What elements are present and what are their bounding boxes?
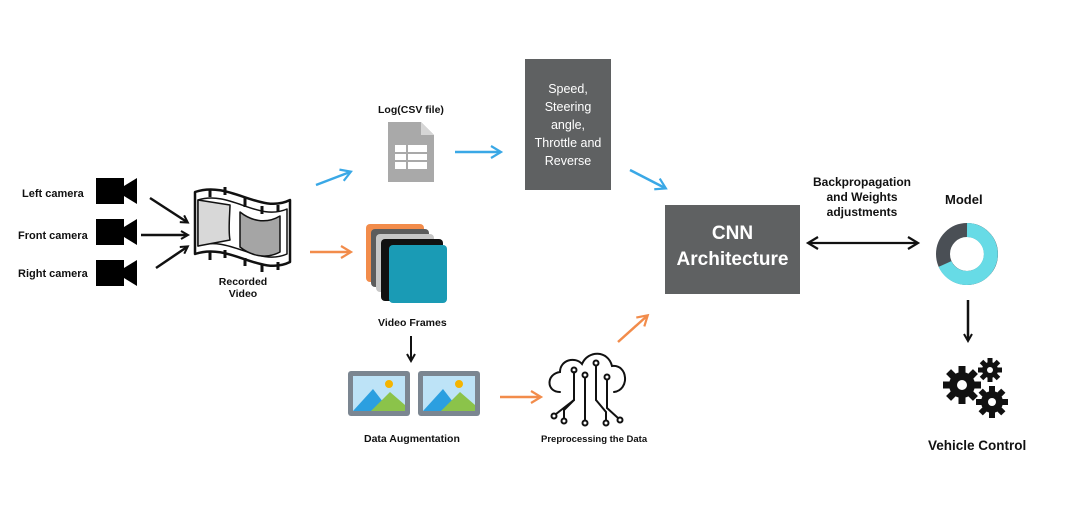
- vehicle-control-label: Vehicle Control: [928, 438, 1027, 453]
- film-to-log-arrow: [315, 168, 353, 187]
- video-frames-label: Video Frames: [378, 317, 447, 329]
- right-camera-icon: [96, 260, 137, 286]
- data-augmentation-label: Data Augmentation: [364, 433, 460, 445]
- left-camera-label: Left camera: [22, 188, 84, 200]
- model-label: Model: [945, 192, 983, 207]
- left-camera-arrow: [149, 196, 187, 222]
- log-label: Log(CSV file): [378, 104, 444, 116]
- cnn-box: [665, 205, 800, 294]
- model-ring-icon: [936, 223, 998, 285]
- cloud-circuit-icon: [548, 352, 626, 427]
- augmented-image-icon-2: [418, 371, 480, 416]
- backpropagation-label: Backpropagation and Weights adjustments: [812, 175, 911, 219]
- front-camera-icon: [96, 219, 137, 245]
- right-camera-arrow: [155, 247, 187, 270]
- film-strip-icon: [193, 187, 292, 272]
- gears-icon: [943, 358, 1008, 418]
- cnn-text: CNN Architecture: [676, 223, 789, 270]
- preprocessing-to-cnn-arrow: [617, 313, 650, 343]
- csv-file-icon: [388, 122, 434, 182]
- preprocessing-label: Preprocessing the Data: [541, 434, 648, 445]
- augmented-image-icon-1: [348, 371, 410, 416]
- front-camera-label: Front camera: [18, 230, 88, 242]
- left-camera-icon: [96, 178, 137, 204]
- video-frames-icon: [366, 224, 447, 303]
- right-camera-label: Right camera: [18, 268, 88, 280]
- telemetry-text: Speed, Steering angle, Throttle and Reve…: [534, 82, 602, 168]
- telemetry-box: [525, 59, 611, 190]
- recorded-video-label: Recorded Video: [218, 276, 268, 300]
- telemetry-to-cnn-arrow: [629, 168, 668, 191]
